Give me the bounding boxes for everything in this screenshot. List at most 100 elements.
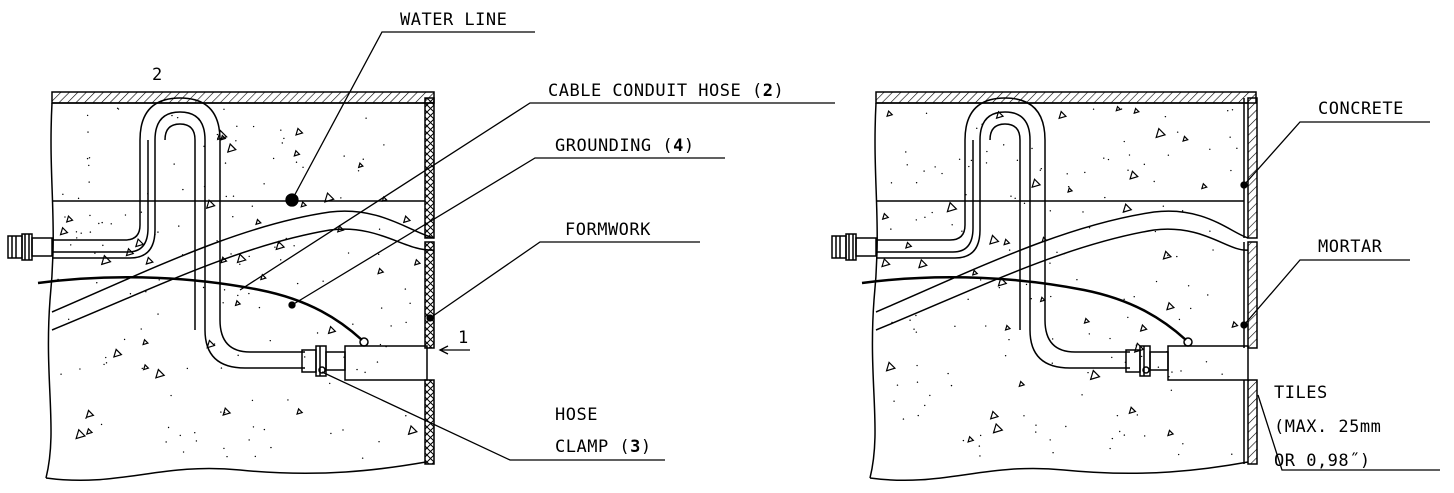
sand-dot [1136,414,1139,416]
sand-dot [1076,279,1078,281]
right-grounding-cable [861,276,1187,341]
aggregate-mark [300,200,308,208]
sand-dot [157,313,159,315]
sand-dot [1128,154,1131,156]
sand-dot [220,411,222,413]
aggregate-mark [145,256,154,265]
sand-dot [1155,280,1158,283]
sand-dot [1212,249,1214,251]
sand-dot [157,231,159,233]
aggregate-mark [220,256,228,264]
sand-dot [1209,148,1211,150]
aggregate-mark [125,247,135,257]
sand-dot [77,197,80,200]
sand-dot [1178,318,1181,321]
sand-dot [981,123,983,126]
left-panel [7,91,435,481]
aggregate-mark [1122,203,1133,214]
right-outlet-box [1167,345,1249,381]
sand-dot [976,127,978,130]
aggregate-mark [1231,320,1239,329]
aggregate-mark [100,254,112,266]
sand-dot [223,289,226,291]
sand-dot [958,158,961,160]
sand-dot [909,319,911,321]
sand-dot [57,278,59,281]
aggregate-mark [1039,296,1046,303]
label-water-line: WATER LINE [400,10,507,30]
sand-dot [89,214,91,217]
sand-dot [1031,147,1033,150]
sand-dot [1092,108,1095,110]
sand-dot [1010,195,1012,197]
aggregate-mark [216,129,228,141]
sand-dot [1025,283,1028,286]
right-cable-conduit-hose-band [875,210,1249,313]
sand-dot [1170,389,1173,391]
sand-dot [270,446,272,449]
sand-dot [1082,211,1084,213]
sand-dot [1123,434,1126,436]
aggregate-mark [1128,406,1137,415]
aggregate-mark [881,257,891,268]
sand-dot [1120,108,1123,110]
sand-dot [129,293,132,295]
water-line-pipe-inner [52,97,305,353]
sand-dot [1230,169,1232,172]
sand-dot [1187,285,1190,287]
sand-dot [76,237,78,239]
sand-dot [224,162,227,164]
aggregate-mark [381,195,388,202]
sand-dot [1227,110,1229,112]
sand-dot [165,441,167,443]
sand-dot [280,259,282,261]
sand-dot [1177,453,1180,456]
sand-dot [302,166,304,169]
sand-dot [951,224,953,226]
sand-dot [961,230,963,232]
sand-dot [905,151,907,153]
sand-dot [110,223,112,225]
sand-dot [1167,254,1169,257]
sand-dot [100,423,103,426]
sand-dot [1109,337,1111,340]
sand-dot [278,242,280,244]
sand-dot [232,216,234,218]
sand-dot [985,162,988,164]
sand-dot [1157,366,1160,368]
sand-dot [225,195,227,198]
sand-dot [342,429,344,431]
aggregate-mark [293,149,301,157]
sand-dot [1035,431,1037,433]
sand-dot [1180,370,1182,372]
aggregate-mark [259,273,267,281]
marker-1: 1 [458,328,469,348]
sand-dot [1182,443,1184,445]
sand-dot [340,197,342,199]
sand-dot [915,331,918,333]
right-water-line-pipe-outer [876,111,1130,369]
sand-dot [1004,355,1007,357]
sand-dot [1081,394,1083,396]
aggregate-mark [205,199,216,210]
sand-dot [1079,288,1082,291]
sand-dot [223,412,226,414]
sand-dot [1164,115,1167,118]
aggregate-mark [413,258,422,266]
sand-dot [378,228,381,230]
sand-dot [293,245,295,247]
sand-dot [141,367,143,370]
aggregate-mark [327,325,337,335]
left-break-line [45,102,54,479]
sand-dot [1153,180,1155,183]
sand-dot [251,205,254,207]
aggregate-mark [989,234,1000,245]
aggregate-mark [1018,380,1026,388]
sand-dot [962,439,965,442]
sand-dot [86,114,89,117]
sand-dot [1181,210,1184,212]
sand-dot [88,157,91,159]
sand-dot [1176,255,1178,258]
right-hose-clamp [1125,345,1169,377]
sand-dot [405,415,407,417]
